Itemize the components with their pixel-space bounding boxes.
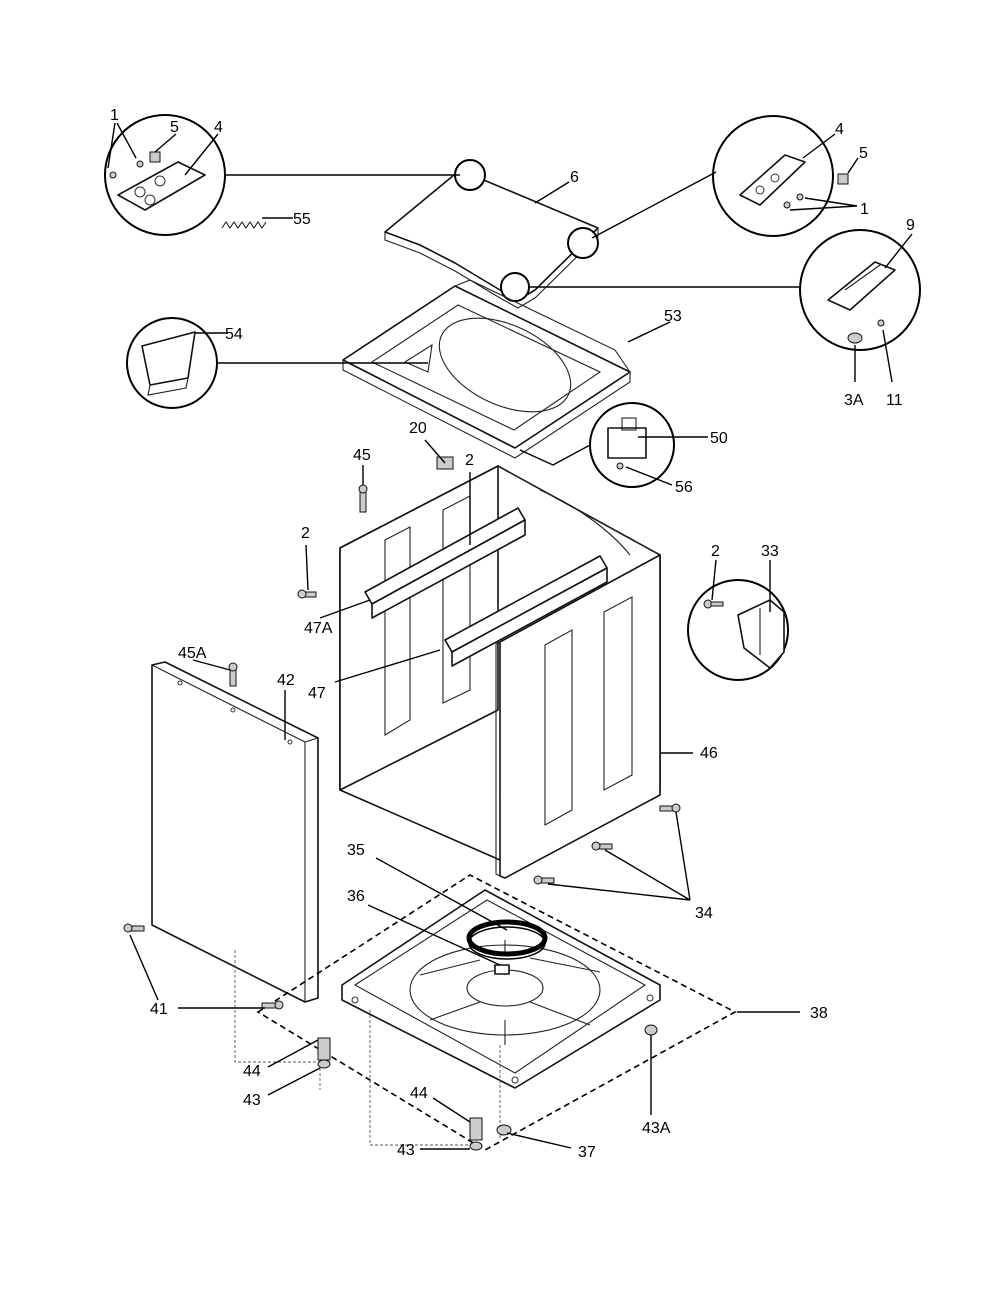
callout-34: 34 (695, 905, 713, 922)
screw-34-c (533, 875, 555, 885)
callout-44: 44 (243, 1063, 261, 1080)
callout-55: 55 (293, 211, 311, 228)
callout-6: 6 (570, 169, 579, 186)
lid-part-6 (384, 159, 599, 309)
callout-4: 4 (214, 119, 223, 136)
nut-43a (644, 1024, 658, 1036)
callout-36: 36 (347, 888, 365, 905)
lid-hinge-marker-rear (500, 272, 530, 302)
callout-47: 47 (308, 685, 326, 702)
base-assembly-outline (256, 874, 737, 1151)
callout-1: 1 (110, 107, 119, 124)
plate-part-36 (494, 964, 510, 975)
callout-50: 50 (710, 430, 728, 447)
detail-hinge-right (712, 115, 849, 237)
detail-hinge-bracket (687, 579, 789, 681)
screw-34-b (591, 841, 613, 851)
leader-lines (107, 122, 913, 1150)
callout-44: 44 (410, 1085, 428, 1102)
callout-45a: 45A (178, 645, 207, 662)
callout-41: 41 (150, 1001, 168, 1018)
hardware (123, 456, 681, 1151)
screw-41-b (261, 1000, 284, 1010)
callout-43: 43 (397, 1142, 415, 1159)
lid-hinge-marker-right (567, 227, 599, 259)
callout-9: 9 (906, 217, 915, 234)
callout-3a: 3A (844, 392, 864, 409)
callout-5: 5 (170, 119, 179, 136)
callout-42: 42 (277, 672, 295, 689)
callout-43: 43 (243, 1092, 261, 1109)
callout-53: 53 (664, 308, 682, 325)
screw-34-a (659, 803, 681, 813)
detail-hinge-rear (799, 229, 921, 351)
callout-20: 20 (409, 420, 427, 437)
base-part-38 (341, 889, 661, 1089)
top-panel-part-53 (342, 279, 631, 459)
brace-part-47a (364, 507, 526, 619)
callout-4: 4 (835, 121, 844, 138)
callout-47a: 47A (304, 620, 333, 637)
callout-43a: 43A (642, 1120, 671, 1137)
leveling-foot-44-left (317, 1037, 331, 1069)
spring-part-55 (221, 221, 267, 229)
screw-45a (228, 662, 238, 687)
callout-2: 2 (711, 543, 720, 560)
callout-37: 37 (578, 1144, 596, 1161)
callout-45: 45 (353, 447, 371, 464)
detail-dispenser (126, 317, 218, 409)
detail-lid-switch (589, 402, 675, 488)
callout-54: 54 (225, 326, 243, 343)
callout-5: 5 (859, 145, 868, 162)
leveling-foot-44-right (469, 1117, 483, 1151)
callout-35: 35 (347, 842, 365, 859)
callout-33: 33 (761, 543, 779, 560)
screw-41-a (123, 923, 145, 933)
side-panel-part-46 (495, 554, 661, 879)
seal-ring-part-35 (466, 919, 548, 960)
callout-2: 2 (465, 452, 474, 469)
callout-11: 11 (886, 392, 903, 409)
callout-46: 46 (700, 745, 718, 762)
screw-2-left (297, 589, 317, 599)
callout-1: 1 (860, 201, 869, 218)
front-panel-part-42 (151, 661, 319, 1003)
screw-45 (358, 484, 368, 513)
callout-38: 38 (810, 1005, 828, 1022)
brace-part-47 (444, 555, 608, 667)
callout-56: 56 (675, 479, 693, 496)
callout-2: 2 (301, 525, 310, 542)
